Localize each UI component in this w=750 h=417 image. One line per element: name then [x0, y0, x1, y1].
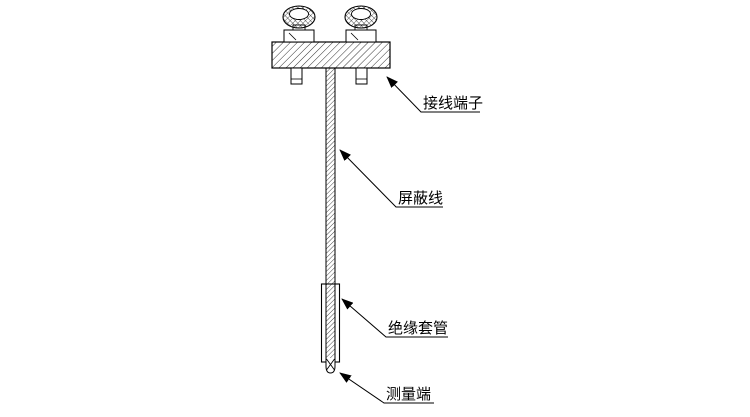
screw-left-clamp-mark — [288, 32, 297, 41]
label-measuring-end: 测量端 — [386, 385, 431, 403]
shield-wire — [325, 67, 336, 361]
screw-left-clamp — [283, 29, 315, 43]
leader-shield-wire — [339, 149, 443, 208]
screw-right-head-top — [351, 8, 371, 20]
leader-terminal — [386, 76, 480, 113]
measuring-tip-cross-2 — [326, 358, 335, 371]
terminal-leg-right — [355, 67, 368, 85]
leader-measuring-end — [339, 372, 434, 404]
measuring-tip — [325, 358, 336, 374]
leader-insulation-sleeve — [341, 298, 448, 338]
screw-right-clamp — [345, 29, 377, 43]
terminal-block-body — [271, 41, 391, 69]
terminal-block — [271, 41, 391, 85]
screw-left-head-top — [289, 8, 309, 20]
terminal-screw-left — [282, 5, 316, 43]
label-insulation-sleeve: 绝缘套管 — [388, 319, 448, 337]
screw-right-clamp-mark — [350, 32, 359, 41]
label-shield-wire: 屏蔽线 — [398, 189, 443, 207]
label-terminal: 接线端子 — [423, 94, 483, 112]
terminal-screw-right — [344, 5, 378, 43]
terminal-leg-left — [290, 67, 303, 85]
